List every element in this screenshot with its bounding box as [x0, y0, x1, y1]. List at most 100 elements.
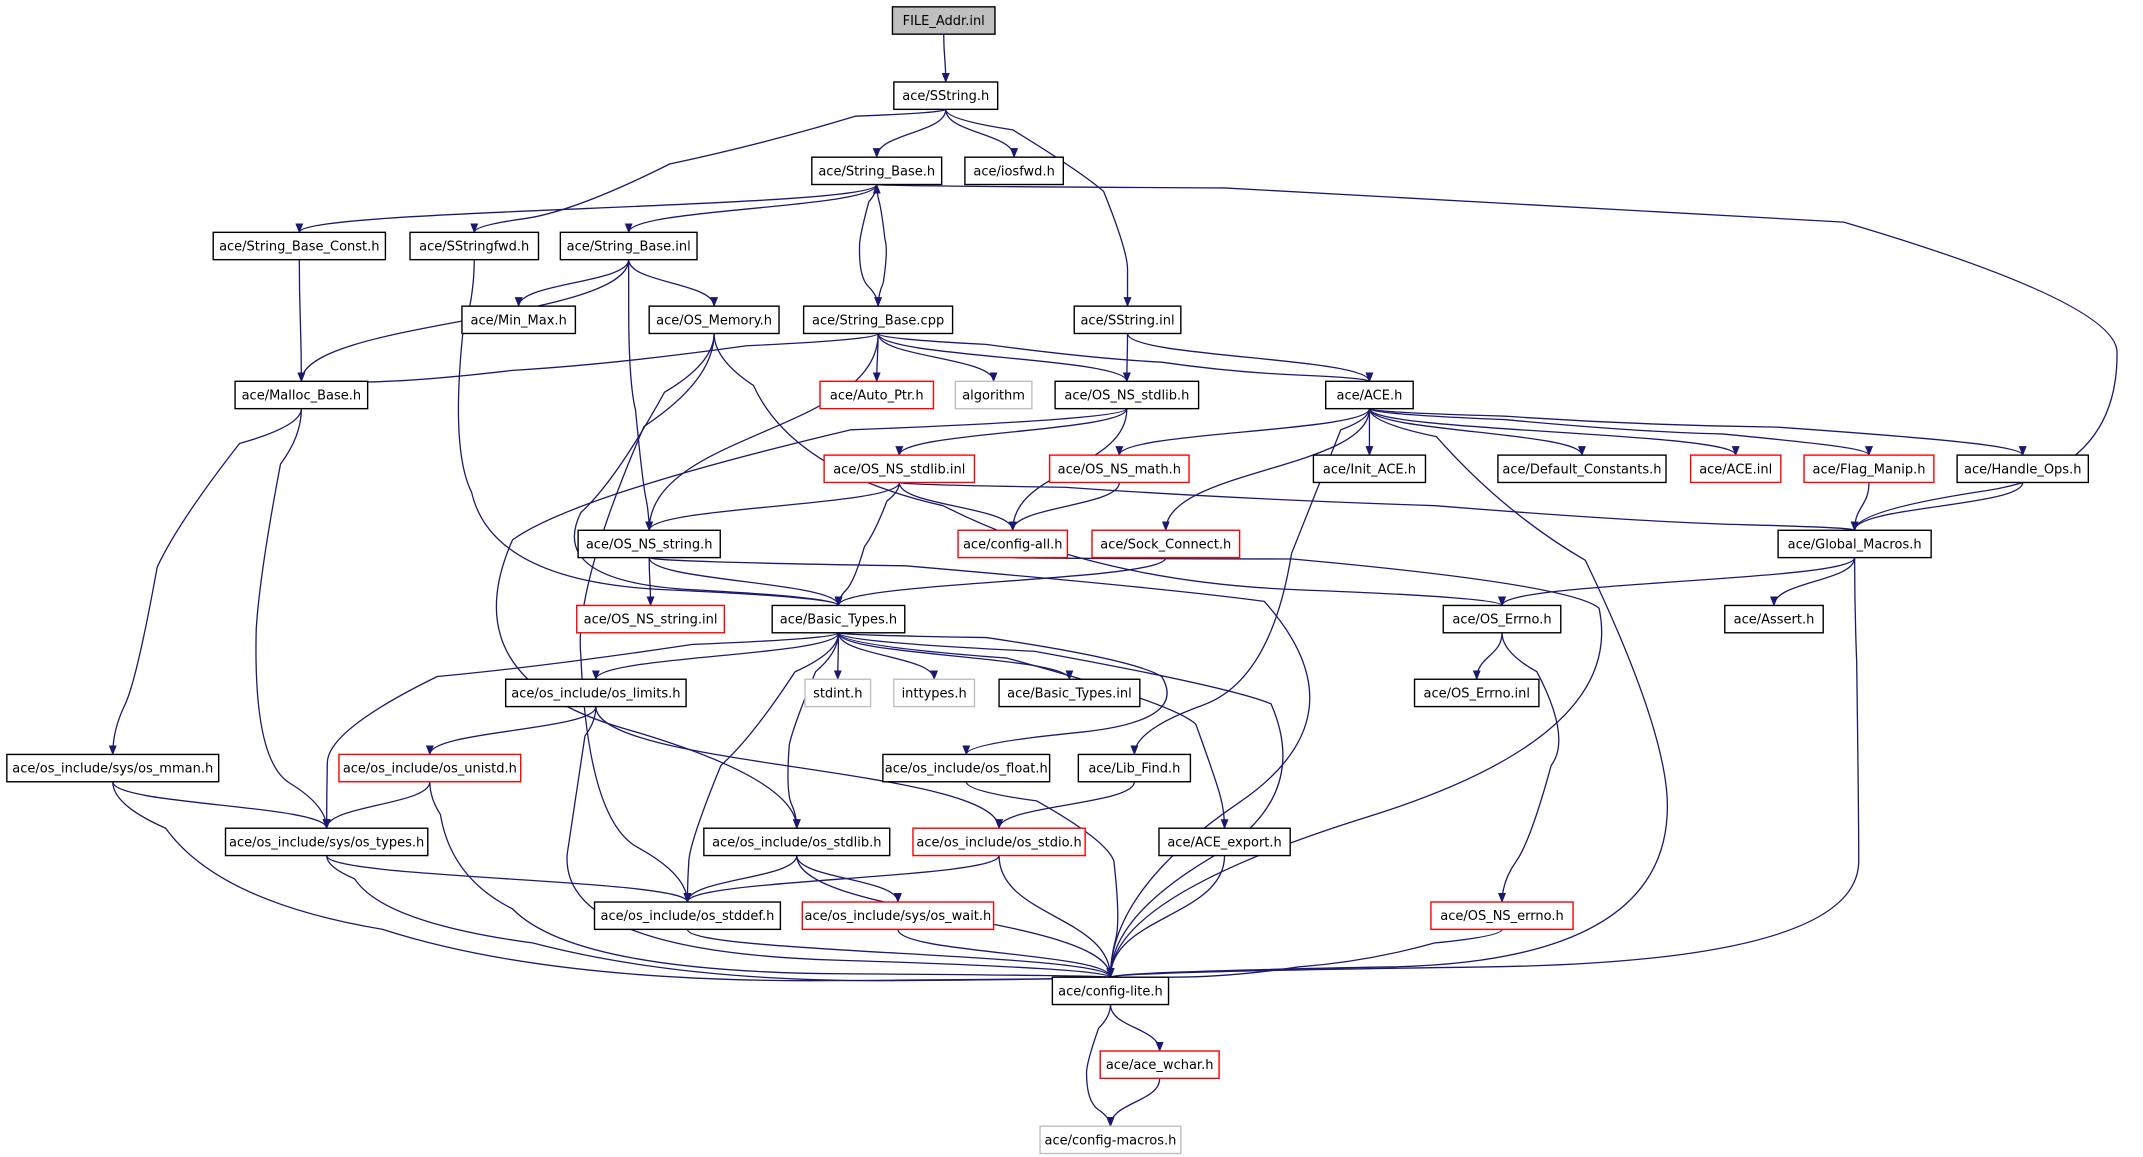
node-os-types-h[interactable]: ace/os_include/sys/os_types.h — [224, 827, 429, 857]
edge-ace_wchar_h-to-config_macros_h — [1106, 1078, 1161, 1128]
edge-sstring_h-to-sstring_inl — [945, 109, 1132, 308]
node-label: ace/Auto_Ptr.h — [830, 388, 924, 403]
dependency-nodes: FILE_Addr.inl ace/SString.h ace/String_Bas… — [6, 6, 2090, 1155]
node-inttypes-h[interactable]: inttypes.h — [893, 678, 976, 708]
node-label: ace/os_include/sys/os_types.h — [229, 835, 424, 850]
node-ace-export-h[interactable]: ace/ACE_export.h — [1158, 827, 1291, 857]
node-basic-types-h[interactable]: ace/Basic_Types.h — [771, 604, 906, 634]
node-os-ns-string-h[interactable]: ace/OS_NS_string.h — [577, 529, 721, 559]
node-string-base-cpp[interactable]: ace/String_Base.cpp — [802, 305, 954, 335]
node-lib-find-h[interactable]: ace/Lib_Find.h — [1077, 753, 1192, 783]
node-label: ace/ACE.h — [1337, 388, 1403, 403]
node-default-constants-h[interactable]: ace/Default_Constants.h — [1497, 454, 1667, 484]
node-sstring-h[interactable]: ace/SString.h — [893, 81, 999, 111]
node-os-limits-h[interactable]: ace/os_include/os_limits.h — [504, 678, 687, 708]
node-box — [234, 380, 369, 410]
node-algorithm[interactable]: algorithm — [954, 380, 1033, 410]
node-init-ace-h[interactable]: ace/Init_ACE.h — [1312, 454, 1427, 484]
node-label: ace/String_Base.inl — [567, 240, 691, 255]
node-os-ns-string-inl[interactable]: ace/OS_NS_string.inl — [576, 604, 726, 634]
edge-string_base_cpp-to-os_ns_string_h — [645, 333, 879, 532]
node-iosfwd-h[interactable]: ace/iosfwd.h — [964, 156, 1064, 186]
node-os-ns-stdlib-h[interactable]: ace/OS_NS_stdlib.h — [1054, 380, 1200, 410]
edge-string_base_h-to-string_base_const_h — [295, 183, 878, 234]
edge-config_lite_h-to-config_macros_h — [1085, 1004, 1115, 1128]
edge-global_macros_h-to-config_lite_h — [1106, 557, 1860, 979]
node-label: ace/SStringfwd.h — [419, 240, 529, 255]
node-os-memory-h[interactable]: ace/OS_Memory.h — [648, 305, 780, 335]
edge-string_base_cpp-to-os_ns_stdlib_h — [877, 333, 1131, 383]
node-string-base-const-h[interactable]: ace/String_Base_Const.h — [212, 231, 387, 261]
node-os-unistd-h[interactable]: ace/os_include/os_unistd.h — [338, 753, 522, 783]
edge-basic_types_h-to-config_lite_h — [837, 632, 1284, 979]
node-basic-types-inl[interactable]: ace/Basic_Types.inl — [998, 678, 1141, 708]
edge-ace_h-to-ace_inl — [1368, 408, 1740, 457]
node-sstringfwd-h[interactable]: ace/SStringfwd.h — [409, 231, 540, 261]
node-os-ns-errno-h[interactable]: ace/OS_NS_errno.h — [1430, 901, 1574, 931]
node-label: ace/OS_Memory.h — [656, 313, 772, 328]
node-os-stdio-h[interactable]: ace/os_include/os_stdio.h — [912, 827, 1086, 857]
node-file-addr-inl[interactable]: FILE_Addr.inl — [891, 6, 996, 35]
node-box — [1724, 604, 1824, 634]
node-box — [1803, 454, 1935, 484]
node-stdint-h[interactable]: stdint.h — [804, 678, 872, 708]
edge-basic_types_h-to-ace_export_h — [837, 632, 1229, 830]
node-label: ace/os_include/os_unistd.h — [343, 762, 517, 777]
node-label: FILE_Addr.inl — [903, 14, 985, 29]
node-sock-connect-h[interactable]: ace/Sock_Connect.h — [1091, 529, 1241, 559]
node-os-float-h[interactable]: ace/os_include/os_float.h — [882, 753, 1051, 783]
edge-malloc_base_h-to-os_mman_h — [108, 408, 303, 756]
edge-os_stdio_h-to-config_lite_h — [998, 855, 1115, 979]
node-label: ace/Basic_Types.h — [780, 613, 897, 628]
node-string-base-inl[interactable]: ace/String_Base.inl — [559, 231, 698, 261]
edge-os_errno_h-to-os_errno_inl — [1472, 632, 1503, 681]
node-box — [1312, 454, 1427, 484]
node-os-wait-h[interactable]: ace/os_include/sys/os_wait.h — [801, 901, 995, 931]
node-box — [882, 753, 1051, 783]
node-label: ace/Lib_Find.h — [1088, 762, 1180, 777]
edge-basic_types_h-to-basic_types_inl — [837, 632, 1074, 681]
node-min-max-h[interactable]: ace/Min_Max.h — [461, 305, 577, 335]
node-box — [1091, 529, 1241, 559]
node-config-macros-h[interactable]: ace/config-macros.h — [1039, 1125, 1182, 1155]
node-ace-h[interactable]: ace/ACE.h — [1325, 380, 1414, 410]
node-global-macros-h[interactable]: ace/Global_Macros.h — [1777, 529, 1932, 559]
node-os-ns-math-h[interactable]: ace/OS_NS_math.h — [1048, 454, 1190, 484]
edge-os_stddef_h-to-config_lite_h — [686, 928, 1115, 979]
edge-basic_types_h-to-os_float_h — [837, 632, 1168, 756]
node-os-errno-h[interactable]: ace/OS_Errno.h — [1442, 604, 1562, 634]
node-box — [811, 156, 943, 186]
edge-sstring_h-to-string_base_h — [872, 109, 947, 159]
node-flag-manip-h[interactable]: ace/Flag_Manip.h — [1803, 454, 1935, 484]
edge-string_base_cpp-to-algorithm — [877, 333, 998, 383]
node-box — [1158, 827, 1291, 857]
node-os-errno-inl[interactable]: ace/OS_Errno.inl — [1413, 678, 1540, 708]
edge-os_limits_h-to-os_unistd_h — [425, 706, 597, 756]
node-config-all-h[interactable]: ace/config-all.h — [957, 529, 1069, 559]
node-os-ns-stdlib-inl[interactable]: ace/OS_NS_stdlib.inl — [823, 454, 976, 484]
node-os-stdlib-h[interactable]: ace/os_include/os_stdlib.h — [703, 827, 891, 857]
edge-ace_h-to-flag_manip_h — [1368, 408, 1873, 457]
node-ace-wchar-h[interactable]: ace/ace_wchar.h — [1099, 1050, 1220, 1080]
node-string-base-h[interactable]: ace/String_Base.h — [811, 156, 943, 186]
node-handle-ops-h[interactable]: ace/Handle_Ops.h — [1956, 454, 2090, 484]
node-os-mman-h[interactable]: ace/os_include/sys/os_mman.h — [6, 753, 220, 783]
edge-os_unistd_h-to-config_lite_h — [429, 781, 1114, 979]
node-sstring-inl[interactable]: ace/SString.inl — [1073, 305, 1182, 335]
node-auto-ptr-h[interactable]: ace/Auto_Ptr.h — [819, 380, 935, 410]
node-label: ace/os_include/os_float.h — [885, 762, 1048, 777]
node-assert-h[interactable]: ace/Assert.h — [1724, 604, 1824, 634]
node-label: ace/os_include/sys/os_wait.h — [805, 909, 992, 924]
edge-string_base_cpp-to-ace_h — [877, 332, 1374, 383]
edge-malloc_base_h-to-os_types_h — [255, 408, 331, 830]
node-malloc-base-h[interactable]: ace/Malloc_Base.h — [234, 380, 369, 410]
edge-basic_types_h-to-os_limits_h — [591, 632, 840, 681]
node-os-stddef-h[interactable]: ace/os_include/os_stddef.h — [593, 901, 782, 931]
node-ace-inl[interactable]: ace/ACE.inl — [1689, 454, 1782, 484]
edge-string_base_inl-to-os_memory_h — [628, 259, 719, 308]
node-label: ace/Assert.h — [1734, 613, 1815, 628]
node-label: inttypes.h — [902, 686, 967, 701]
node-box — [804, 678, 872, 708]
node-box — [504, 678, 687, 708]
node-config-lite-h[interactable]: ace/config-lite.h — [1051, 976, 1170, 1006]
